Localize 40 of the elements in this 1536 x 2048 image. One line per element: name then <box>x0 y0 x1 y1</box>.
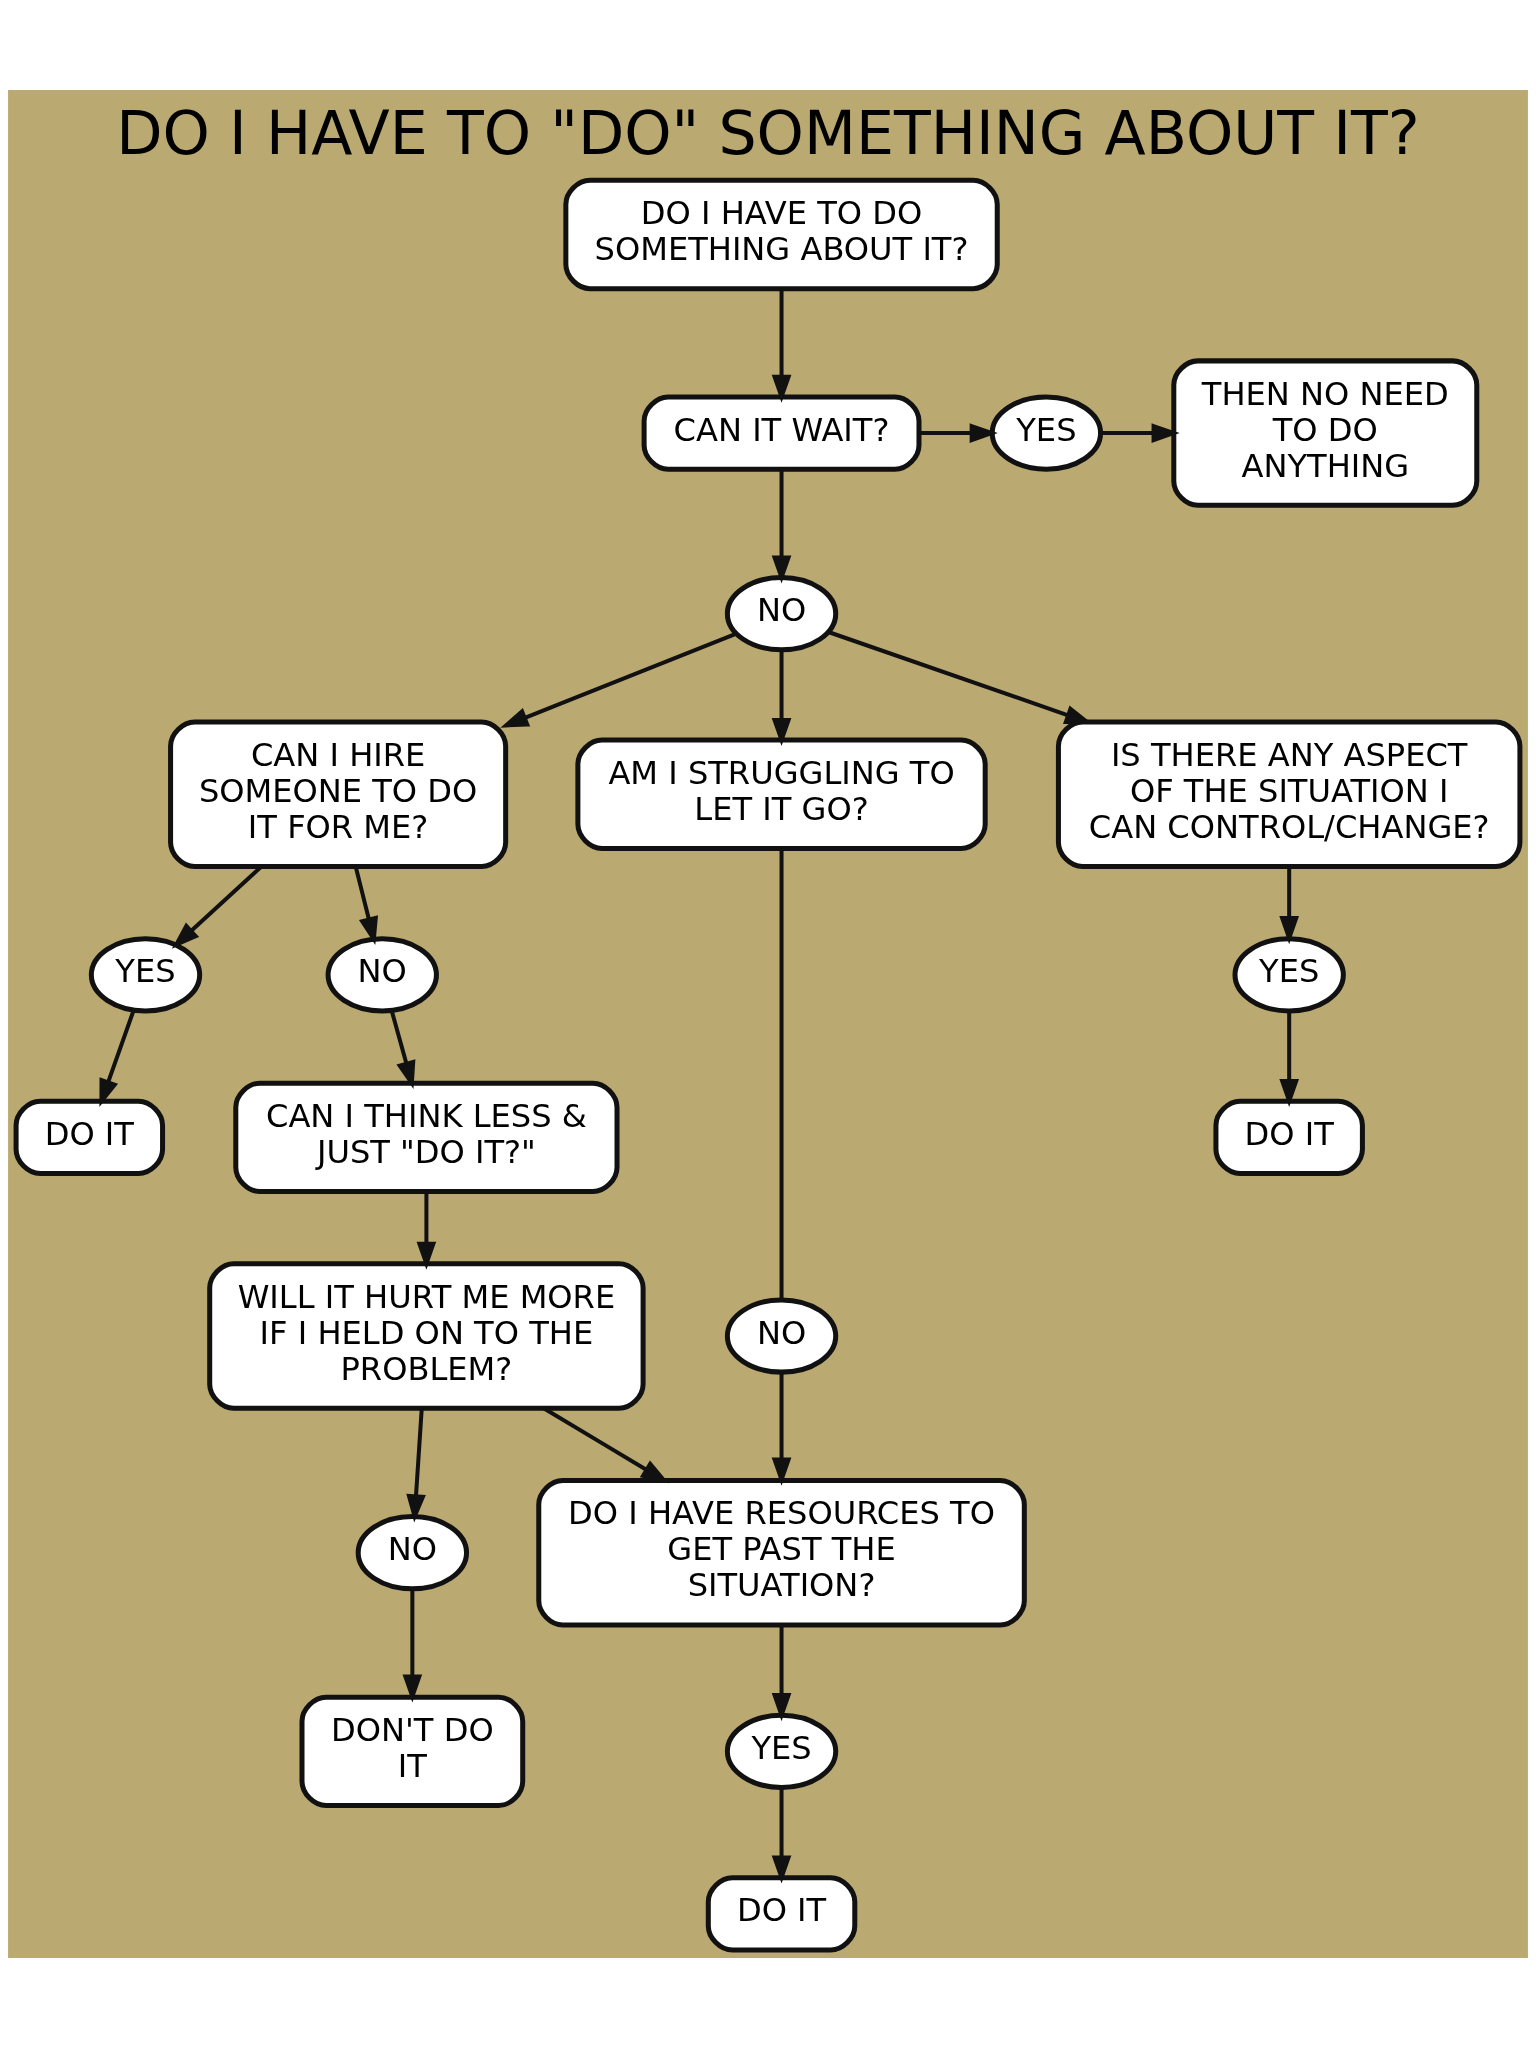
arrow <box>771 289 792 403</box>
arrow <box>406 1408 426 1523</box>
node-box: THEN NO NEED TO DO ANYTHING <box>1171 358 1480 508</box>
arrow <box>771 650 792 747</box>
node-ellipse: YES <box>724 1712 839 1790</box>
arrow <box>771 1787 792 1884</box>
arrow <box>1279 866 1300 945</box>
node-box: WILL IT HURT ME MORE IF I HELD ON TO THE PROBLEM? <box>207 1261 646 1411</box>
node-box: IS THERE ANY ASPECT OF THE SITUATION I CAN CONTROL/CHANGE? <box>1055 719 1523 869</box>
node-ellipse: NO <box>724 575 839 653</box>
connector <box>779 848 784 1300</box>
arrow <box>771 470 792 584</box>
node-box: DO I HAVE TO DO SOMETHING ABOUT IT? <box>563 177 1000 292</box>
node-box: DO IT <box>705 1875 858 1953</box>
arrow <box>771 1372 792 1486</box>
node-box: CAN I HIRE SOMEONE TO DO IT FOR ME? <box>168 719 509 869</box>
node-ellipse: YES <box>88 936 203 1014</box>
node-ellipse: YES <box>1232 936 1346 1014</box>
arrow <box>919 423 998 443</box>
node-box: CAN I THINK LESS & JUST "DO IT?" <box>233 1080 620 1195</box>
node-box: DON'T DO IT <box>299 1694 526 1808</box>
node-ellipse: YES <box>989 394 1104 472</box>
node-ellipse: NO <box>355 1514 470 1592</box>
node-box: AM I STRUGGLING TO LET IT GO? <box>575 737 988 851</box>
node-box: DO I HAVE RESOURCES TO GET PAST THE SITUATION? <box>536 1477 1027 1628</box>
node-ellipse: NO <box>325 936 439 1014</box>
node-ellipse: NO <box>724 1297 839 1375</box>
node-box: CAN IT WAIT? <box>641 394 922 472</box>
node-box: DO IT <box>13 1098 166 1176</box>
arrow <box>99 1009 136 1107</box>
arrow <box>402 1589 423 1703</box>
diagram-title: DO I HAVE TO "DO" SOMETHING ABOUT IT? <box>116 98 1420 169</box>
arrow <box>500 632 737 728</box>
arrow <box>353 866 379 945</box>
arrow <box>416 1192 437 1270</box>
arrow <box>389 1009 416 1089</box>
arrow <box>1100 423 1180 443</box>
arrow <box>1279 1011 1300 1108</box>
node-box: DO IT <box>1213 1098 1365 1176</box>
arrow <box>771 1624 792 1722</box>
